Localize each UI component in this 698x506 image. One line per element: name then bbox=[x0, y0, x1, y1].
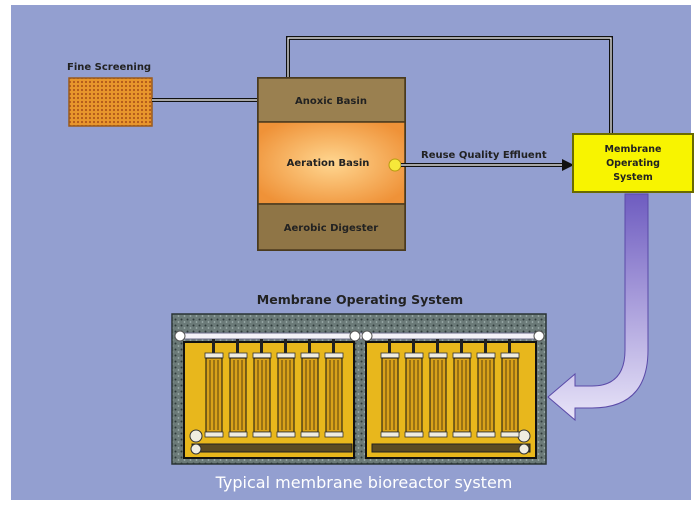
right-bottom-pipe bbox=[371, 443, 531, 453]
fine-screening-label: Fine Screening bbox=[67, 62, 151, 73]
anoxic-basin-label: Anoxic Basin bbox=[295, 96, 367, 107]
left-membrane-module bbox=[204, 339, 224, 438]
left-membrane-module bbox=[228, 339, 248, 438]
right-membrane-module bbox=[500, 339, 520, 438]
aerobic-digester-label: Aerobic Digester bbox=[284, 223, 379, 234]
right-membrane-modules bbox=[380, 339, 520, 438]
left-bottom-pipe bbox=[191, 443, 353, 453]
aeration-basin-label: Aeration Basin bbox=[287, 158, 370, 169]
mos-box-line-3: System bbox=[613, 172, 653, 183]
left-membrane-modules bbox=[204, 339, 344, 438]
right-membrane-module bbox=[380, 339, 400, 438]
figure-caption: Typical membrane bioreactor system bbox=[215, 473, 513, 492]
aerobic-digester bbox=[257, 203, 406, 251]
right-membrane-module bbox=[476, 339, 496, 438]
effluent-arrow: Reuse Quality Effluent bbox=[388, 150, 574, 172]
left-membrane-module bbox=[252, 339, 272, 438]
fine-screening-unit: Fine Screening bbox=[67, 62, 153, 127]
outlet-node bbox=[388, 158, 402, 172]
mos-box-line-1: Membrane bbox=[605, 144, 662, 155]
effluent-label: Reuse Quality Effluent bbox=[421, 150, 547, 161]
fine-screen-block bbox=[68, 77, 153, 127]
right-membrane-module bbox=[428, 339, 448, 438]
right-membrane-module bbox=[452, 339, 472, 438]
mos-box-line-2: Operating bbox=[606, 158, 660, 169]
mos-detail-title: Membrane Operating System bbox=[257, 292, 463, 307]
membrane-operating-system-box: Membrane Operating System bbox=[572, 133, 694, 193]
basin-stack: Anoxic Basin Aeration Basin Aerobic Dige… bbox=[257, 77, 406, 251]
left-membrane-module bbox=[276, 339, 296, 438]
left-membrane-module bbox=[324, 339, 344, 438]
right-membrane-module bbox=[404, 339, 424, 438]
mos-tank-detail bbox=[171, 313, 547, 465]
detail-callout-arrow bbox=[547, 193, 649, 422]
left-membrane-module bbox=[300, 339, 320, 438]
